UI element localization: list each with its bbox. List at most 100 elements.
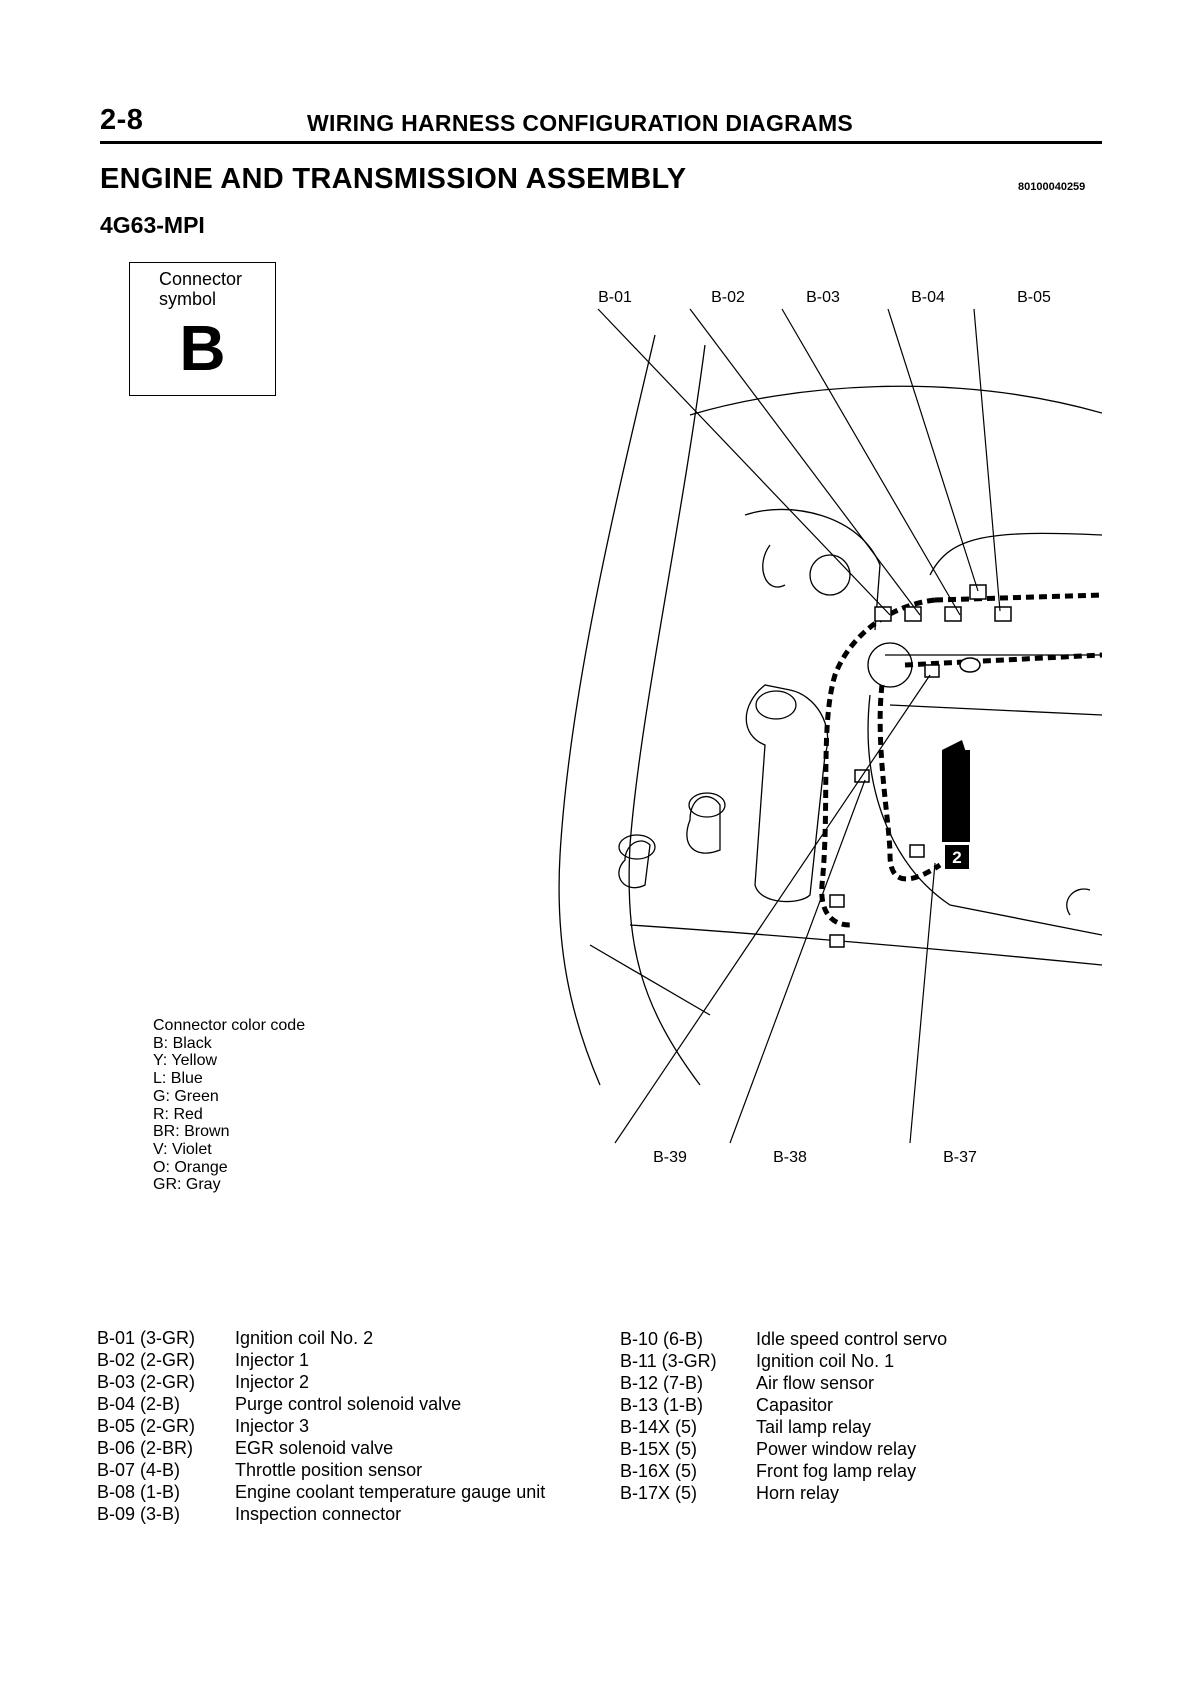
leader-line <box>781 308 961 616</box>
list-item: B-09 (3-B) Inspection connector <box>97 1503 545 1525</box>
connector-symbol-box: Connector symbol B <box>129 262 276 396</box>
connector-code: B-03 (2-GR) <box>97 1372 196 1392</box>
leader-line <box>973 308 1001 612</box>
connector-name: Injector 3 <box>235 1416 310 1436</box>
connector-name: Injector 1 <box>235 1350 310 1370</box>
list-item: B-13 (1-B) Capasitor <box>620 1394 947 1416</box>
section-title: ENGINE AND TRANSMISSION ASSEMBLY <box>100 163 687 195</box>
connector-code: B-04 (2-B) <box>97 1394 181 1414</box>
leader-line <box>597 308 891 616</box>
reservoir <box>745 684 829 903</box>
brake-cap <box>688 792 726 818</box>
color-code-item: BR: Brown <box>153 1123 230 1141</box>
color-code-title: Connector color code <box>153 1017 306 1034</box>
washer-tank <box>618 840 651 889</box>
engine-mid-line <box>889 704 1102 716</box>
list-item: B-03 (2-GR) Injector 2 <box>97 1371 545 1393</box>
connector-name: Throttle position sensor <box>235 1460 423 1480</box>
leader-line <box>614 674 931 1144</box>
connector-code: B-09 (3-B) <box>97 1504 181 1524</box>
connector-name: Inspection connector <box>235 1504 402 1524</box>
connector-list-left: B-01 (3-GR) Ignition coil No. 2 B-02 (2-G… <box>97 1327 545 1525</box>
connector-block <box>969 584 987 600</box>
marker-stem <box>942 750 970 842</box>
strut-tower <box>744 508 881 631</box>
connector-code: B-11 (3-GR) <box>620 1351 717 1371</box>
color-code-item: L: Blue <box>153 1070 203 1088</box>
callout-b03: B-03 <box>806 289 840 306</box>
connector-name: Ignition coil No. 2 <box>235 1328 374 1348</box>
connector-name: Injector 2 <box>235 1372 310 1392</box>
callout-b05: B-05 <box>1017 289 1051 306</box>
callout-b37: B-37 <box>943 1149 977 1166</box>
connector-code: B-05 (2-GR) <box>97 1416 196 1436</box>
header-rule <box>100 141 1102 144</box>
connector-code: B-12 (7-B) <box>620 1373 704 1393</box>
list-item: B-12 (7-B) Air flow sensor <box>620 1372 947 1394</box>
engine-front-line <box>867 694 1102 936</box>
marker-number: 2 <box>952 848 961 867</box>
connector-name: Idle speed control servo <box>756 1329 948 1349</box>
callout-b01: B-01 <box>598 289 632 306</box>
connector-code: B-15X (5) <box>620 1439 698 1459</box>
list-item: B-14X (5) Tail lamp relay <box>620 1416 947 1438</box>
list-item: B-04 (2-B) Purge control solenoid valve <box>97 1393 545 1415</box>
engine-harness-diagram: 2 B-01 B-02 B-03 B-04 B-05 B-39 B-38 B-3… <box>558 289 1102 1166</box>
harness-lower <box>877 684 942 882</box>
brake-reservoir <box>686 795 721 854</box>
bumper-line <box>589 944 711 1016</box>
connector-block <box>909 844 925 858</box>
connector-block <box>829 894 845 908</box>
color-code-item: O: Orange <box>153 1158 228 1176</box>
connector-name: Tail lamp relay <box>756 1417 872 1437</box>
connector-name: Horn relay <box>756 1483 840 1503</box>
connector-name: Power window relay <box>756 1439 917 1459</box>
hood-line <box>689 385 1102 416</box>
connector-list-right: B-10 (6-B) Idle speed control servo B-11 … <box>620 1328 947 1504</box>
connector-name: Ignition coil No. 1 <box>756 1351 895 1371</box>
color-code-item: G: Green <box>153 1087 219 1105</box>
document-id: 80100040259 <box>1018 181 1086 193</box>
connector-block <box>944 606 962 622</box>
color-code-item: GR: Gray <box>153 1176 221 1194</box>
engine-code: 4G63-MPI <box>100 212 205 238</box>
header-title: WIRING HARNESS CONFIGURATION DIAGRAMS <box>307 110 854 136</box>
connector-symbol-letter: B <box>179 312 226 384</box>
washer-cap <box>618 834 656 860</box>
callout-b38: B-38 <box>773 1149 807 1166</box>
fender-inner-outline <box>628 344 706 1086</box>
marker-box <box>945 845 969 869</box>
connector-code: B-16X (5) <box>620 1461 698 1481</box>
list-item: B-01 (3-GR) Ignition coil No. 2 <box>97 1327 545 1349</box>
callout-b04: B-04 <box>911 289 945 306</box>
harness-middle <box>904 652 1102 668</box>
connector-color-code: Connector color code B: Black Y: Yellow … <box>153 1017 305 1194</box>
page-number: 2-8 <box>100 104 144 136</box>
list-item: B-11 (3-GR) Ignition coil No. 1 <box>620 1350 947 1372</box>
callout-b39: B-39 <box>653 1149 687 1166</box>
ground-terminal <box>959 657 981 673</box>
lower-body-line <box>629 924 1102 966</box>
connector-code: B-01 (3-GR) <box>97 1328 196 1348</box>
connector-name: Capasitor <box>756 1395 834 1415</box>
connector-code: B-02 (2-GR) <box>97 1350 196 1370</box>
connector-code: B-10 (6-B) <box>620 1329 704 1349</box>
list-item: B-06 (2-BR)EGR solenoid valve <box>97 1437 545 1459</box>
color-code-item: R: Red <box>153 1105 203 1123</box>
connector-name: Purge control solenoid valve <box>235 1394 462 1414</box>
list-item: B-02 (2-GR) Injector 1 <box>97 1349 545 1371</box>
color-code-item: B: Black <box>153 1034 212 1052</box>
connector-name: EGR solenoid valve <box>235 1438 394 1458</box>
connector-block <box>829 934 845 948</box>
connector-code: B-14X (5) <box>620 1417 698 1437</box>
connector-code: B-13 (1-B) <box>620 1395 704 1415</box>
color-code-item: V: Violet <box>153 1140 212 1158</box>
leader-line <box>887 308 979 592</box>
leader-line <box>729 779 866 1144</box>
connector-name: Air flow sensor <box>756 1373 875 1393</box>
connector-block <box>994 606 1012 622</box>
list-item: B-16X (5) Front fog lamp relay <box>620 1460 947 1482</box>
connector-symbol-label: Connector symbol <box>159 269 243 309</box>
connector-name: Front fog lamp relay <box>756 1461 917 1481</box>
harness-main <box>819 597 936 928</box>
